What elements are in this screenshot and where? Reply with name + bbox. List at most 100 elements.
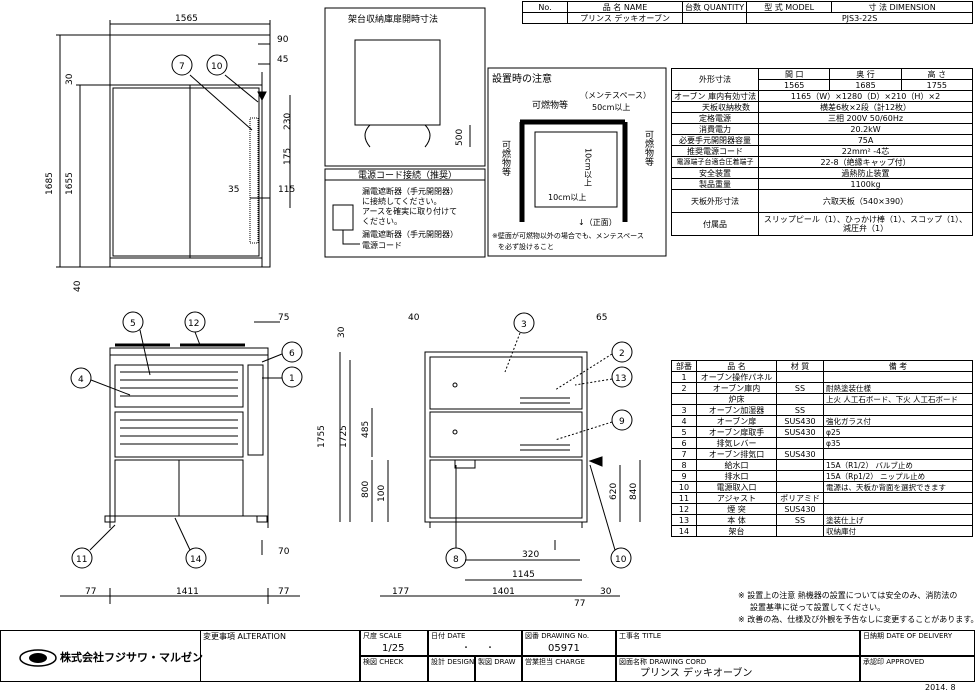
parts-cell <box>776 470 824 482</box>
tb-date-cell <box>428 630 522 656</box>
callout-9: 9 <box>619 417 625 427</box>
spec-breaker-value: 75A <box>758 134 973 146</box>
tb-drawing-value: 05971 <box>548 643 580 654</box>
callout-6: 6 <box>289 349 295 359</box>
parts-cell: 1 <box>671 371 697 383</box>
tb-year: 2014. 8 <box>925 683 956 692</box>
parts-cell: 耐熱塗装仕様 <box>823 382 973 394</box>
dim-230: 230 <box>283 113 293 130</box>
tb-scale-label: 尺度 SCALE <box>363 632 402 640</box>
parts-cell: 給水口 <box>696 459 777 471</box>
parts-cell <box>671 393 697 405</box>
callout-14: 14 <box>190 555 202 565</box>
parts-cell: オーブン扉 <box>696 415 777 427</box>
parts-cell: SS <box>776 404 824 416</box>
parts-cell: 本 体 <box>696 514 777 526</box>
note-line-1: ※ 設置上の注意 熱機器の設置については安全のみ、消防法の <box>738 591 958 600</box>
tb-title-label: 工事名 TITLE <box>619 632 662 640</box>
parts-cell: 15A（R1/2） バルブ止め <box>823 459 973 471</box>
parts-cell: 3 <box>671 404 697 416</box>
tb-cord-value: プリンス デッキオーブン <box>640 668 753 679</box>
tb-check-label: 検図 CHECK <box>363 658 404 666</box>
spec-label-oven: オーブン 庫内有効寸法 <box>670 90 760 102</box>
dim-320: 320 <box>522 550 539 560</box>
dim-1145: 1145 <box>512 570 535 580</box>
parts-cell: 排気レバー <box>696 437 777 449</box>
parts-cell: 6 <box>671 437 697 449</box>
note-line-2: 設置基準に従って設置してください。 <box>750 603 886 612</box>
callout-2: 2 <box>619 349 625 359</box>
spec-oven-value: 1165（W）×1280（D）×210（H）×2 <box>758 90 973 102</box>
dim-90: 90 <box>277 35 289 45</box>
dim-1755: 1755 <box>317 425 327 448</box>
dim-s30: 30 <box>337 326 347 338</box>
parts-cell: 7 <box>671 448 697 460</box>
parts-cell <box>823 492 973 504</box>
parts-cell <box>823 448 973 460</box>
spec-cord-label: 推奨電源コード <box>670 145 760 157</box>
parts-cell: 収納庫付 <box>823 525 973 537</box>
parts-cell: SUS430 <box>776 503 824 515</box>
tb-design-cell <box>428 656 475 682</box>
tb-drawing-cell <box>522 630 616 656</box>
tb-charge-cell <box>522 656 616 682</box>
parts-cell: 8 <box>671 459 697 471</box>
door-clearance-box <box>324 7 486 167</box>
company-name: 株式会社フジサワ・マルゼン <box>60 651 203 664</box>
install-combust-right: 可燃物等 <box>643 130 654 166</box>
dim-177: 177 <box>392 587 409 597</box>
spec-dim-v0: 1565 <box>758 79 831 91</box>
parts-cell: オーブン操作パネル <box>696 371 777 383</box>
parts-cell: 9 <box>671 470 697 482</box>
tb-delivery-label: 日納期 DATE OF DELIVERY <box>863 632 953 640</box>
parts-cell: 電源は、天板か背面を選択できます <box>823 481 973 493</box>
tb-check-cell <box>360 656 428 682</box>
callout-13: 13 <box>615 374 626 384</box>
parts-cell: SS <box>776 514 824 526</box>
top-view-body <box>109 84 263 268</box>
parts-h-no: 部番 <box>671 360 697 372</box>
parts-cell: 15A（Rp1/2） ニップル止め <box>823 470 973 482</box>
cord-line-4: ください。 <box>362 217 402 226</box>
dim-40: 40 <box>73 280 83 292</box>
parts-cell: ポリアミド <box>776 492 824 504</box>
tb-cord-label: 図面名称 DRAWING CORD <box>619 658 707 666</box>
install-note-1: ※壁面が可燃物以外の場合でも、メンテスペース <box>492 231 644 240</box>
dim-65: 65 <box>596 313 607 323</box>
dim-1401: 1401 <box>492 587 515 597</box>
parts-cell: オーブン加湿器 <box>696 404 777 416</box>
spec-cord-value: 22mm² -4芯 <box>758 145 973 157</box>
parts-cell: 5 <box>671 426 697 438</box>
parts-cell: φ35 <box>823 437 973 449</box>
spec-accessories-value: スリップピール（1）、ひっかけ棒（1）、スコップ（1）、減圧弁（1） <box>758 212 973 236</box>
dim-35: 35 <box>228 185 239 195</box>
header-model: 型 式 MODEL <box>746 1 833 13</box>
dim-1655: 1655 <box>65 172 75 195</box>
spec-safety-value: 過熱防止装置 <box>758 167 973 179</box>
callout-12: 12 <box>188 319 199 329</box>
install-title: 設置時の注意 <box>492 72 552 85</box>
parts-cell: φ25 <box>823 426 973 438</box>
dim-77a: 77 <box>85 587 96 597</box>
header-no: No. <box>522 1 568 13</box>
front-view <box>104 347 269 528</box>
dim-45: 45 <box>277 55 288 65</box>
install-note-2: を必ず設けること <box>498 242 554 251</box>
cord-line-5: 漏電遮断器（手元開閉器） <box>362 229 458 239</box>
parts-cell <box>823 503 973 515</box>
cord-line-3: アースを確実に取り付けて <box>362 206 457 216</box>
spec-dim-v2: 1755 <box>900 79 974 91</box>
spec-oven-label: オーブン <box>674 91 706 101</box>
dim-70: 70 <box>278 547 290 557</box>
parts-cell: 排水口 <box>696 470 777 482</box>
parts-cell: 14 <box>671 525 697 537</box>
dim-1685: 1685 <box>45 172 55 195</box>
tb-draw-label: 製図 DRAW <box>478 658 516 666</box>
company-logo-icon <box>19 649 57 667</box>
header-dim: 寸 法 DIMENSION <box>831 1 973 13</box>
parts-cell <box>776 481 824 493</box>
